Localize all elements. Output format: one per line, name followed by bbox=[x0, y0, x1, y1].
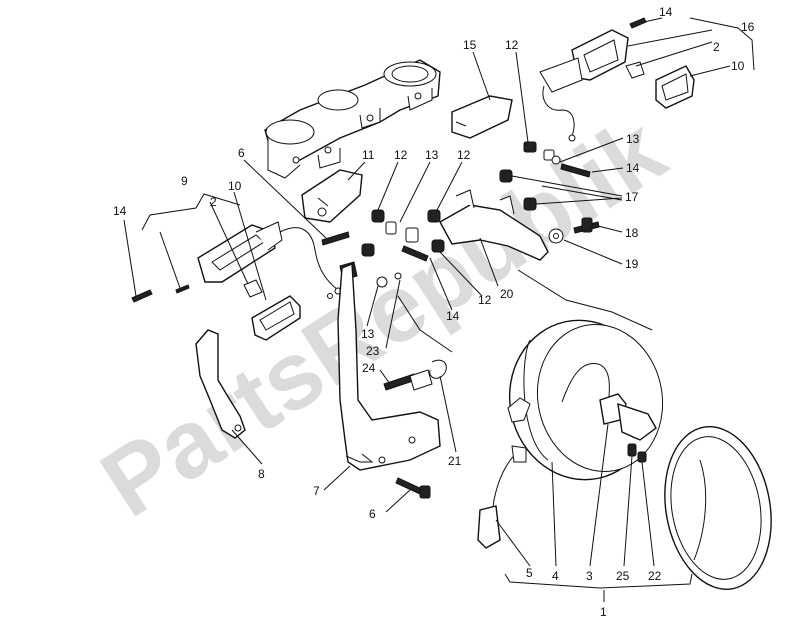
callout-3: 3 bbox=[586, 569, 593, 583]
right-turn-signal-assembly bbox=[539, 17, 695, 142]
callout-12: 12 bbox=[457, 148, 471, 162]
callout-12: 12 bbox=[394, 148, 408, 162]
callout-25: 25 bbox=[616, 569, 630, 583]
callout-17: 17 bbox=[625, 190, 639, 204]
callout-11: 11 bbox=[362, 148, 375, 162]
instrument-bracket-assembly bbox=[264, 59, 441, 179]
callout-14: 14 bbox=[659, 5, 673, 19]
callout-10: 10 bbox=[228, 179, 242, 193]
callout-19: 19 bbox=[625, 257, 639, 271]
part-8-bracket bbox=[195, 329, 246, 439]
callout-20: 20 bbox=[500, 287, 514, 301]
callout-18: 18 bbox=[625, 226, 639, 240]
callout-2: 2 bbox=[713, 40, 720, 54]
callout-1: 1 bbox=[600, 605, 607, 619]
right-hardware bbox=[499, 141, 600, 244]
headlight-assembly bbox=[477, 319, 772, 590]
callout-8: 8 bbox=[258, 467, 265, 481]
part-15-bracket bbox=[451, 95, 513, 139]
callout-13: 13 bbox=[626, 132, 640, 146]
callout-12: 12 bbox=[478, 293, 492, 307]
callout-12: 12 bbox=[505, 38, 519, 52]
callout-15: 15 bbox=[463, 38, 477, 52]
callout-labels: 14 16 15 12 2 10 13 14 6 11 12 13 12 9 1… bbox=[113, 5, 755, 619]
callout-23: 23 bbox=[366, 344, 380, 358]
callout-6: 6 bbox=[238, 146, 245, 160]
callout-14: 14 bbox=[113, 204, 127, 218]
callout-16: 16 bbox=[741, 20, 755, 34]
part-11-bracket bbox=[301, 169, 363, 223]
callout-9: 9 bbox=[181, 174, 188, 188]
callout-24: 24 bbox=[362, 361, 376, 375]
part-7-bracket bbox=[337, 262, 441, 471]
callout-2: 2 bbox=[210, 195, 217, 209]
callout-10: 10 bbox=[731, 59, 745, 73]
callout-14: 14 bbox=[626, 161, 640, 175]
left-turn-signal-assembly bbox=[131, 221, 342, 341]
part-20-bracket bbox=[439, 189, 549, 261]
callout-13: 13 bbox=[361, 327, 375, 341]
callout-7: 7 bbox=[313, 484, 320, 498]
callout-13: 13 bbox=[425, 148, 439, 162]
callout-22: 22 bbox=[648, 569, 662, 583]
callout-6: 6 bbox=[369, 507, 376, 521]
callout-4: 4 bbox=[552, 569, 559, 583]
callout-14: 14 bbox=[446, 309, 460, 323]
leader-lines bbox=[123, 17, 755, 602]
callout-5: 5 bbox=[526, 566, 533, 580]
callout-21: 21 bbox=[448, 454, 462, 468]
